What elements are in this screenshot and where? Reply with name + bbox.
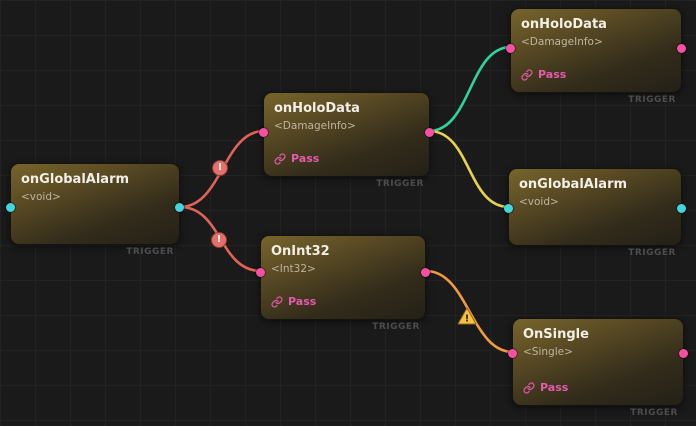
node-type-label: TRIGGER: [630, 408, 678, 418]
pass-label: Pass: [291, 152, 320, 165]
node-onint32[interactable]: OnInt32 <Int32> Pass TRIGGER: [256, 235, 430, 332]
pass-pin[interactable]: Pass: [521, 68, 566, 81]
output-port[interactable]: [679, 348, 688, 358]
node-title: onHoloData: [521, 17, 607, 32]
pass-label: Pass: [540, 381, 569, 394]
node-onholodata-1[interactable]: onHoloData <DamageInfo> Pass TRIGGER: [259, 92, 434, 189]
node-subtitle: <DamageInfo>: [521, 36, 603, 49]
input-port[interactable]: [506, 43, 515, 53]
output-port[interactable]: [421, 267, 430, 277]
output-port[interactable]: [425, 127, 434, 137]
node-title: onHoloData: [274, 101, 360, 116]
node-type-label: TRIGGER: [126, 247, 174, 257]
link-icon: [271, 296, 283, 307]
node-type-label: TRIGGER: [628, 248, 676, 258]
output-port[interactable]: [677, 203, 686, 213]
output-port[interactable]: [677, 43, 686, 53]
input-port[interactable]: [504, 203, 513, 213]
error-badge[interactable]: !: [212, 160, 228, 176]
pass-pin[interactable]: Pass: [274, 152, 319, 165]
node-title: OnInt32: [271, 244, 330, 259]
node-subtitle: <Int32>: [271, 263, 316, 276]
error-badge[interactable]: !: [211, 232, 227, 248]
error-glyph: !: [216, 234, 222, 245]
node-type-label: TRIGGER: [628, 95, 676, 105]
warning-triangle-icon: !: [457, 307, 477, 325]
node-subtitle: <void>: [519, 196, 559, 209]
node-onglobalalarm-1[interactable]: onGlobalAlarm <void> TRIGGER: [6, 163, 184, 257]
pass-label: Pass: [288, 295, 317, 308]
link-icon: [521, 69, 533, 80]
node-title: OnSingle: [523, 327, 589, 342]
node-subtitle: <DamageInfo>: [274, 120, 356, 133]
edge-holodata-to-holodata[interactable]: [427, 45, 513, 133]
edge-holodata-to-globalalarm[interactable]: [427, 129, 511, 209]
link-icon: [523, 382, 535, 393]
pass-pin[interactable]: Pass: [523, 381, 568, 394]
node-subtitle: <void>: [21, 191, 61, 204]
node-onglobalalarm-2[interactable]: onGlobalAlarm <void> TRIGGER: [504, 168, 686, 258]
link-icon: [274, 153, 286, 164]
node-onholodata-2[interactable]: onHoloData <DamageInfo> Pass TRIGGER: [506, 8, 686, 105]
pass-label: Pass: [538, 68, 567, 81]
warning-badge[interactable]: !: [457, 307, 477, 325]
pass-pin[interactable]: Pass: [271, 295, 316, 308]
node-type-label: TRIGGER: [372, 322, 420, 332]
input-port[interactable]: [6, 203, 15, 212]
node-subtitle: <Single>: [523, 346, 573, 359]
node-type-label: TRIGGER: [376, 179, 424, 189]
input-port[interactable]: [508, 348, 517, 358]
error-glyph: !: [217, 162, 223, 173]
output-port[interactable]: [175, 203, 184, 212]
input-port[interactable]: [259, 127, 268, 137]
node-title: onGlobalAlarm: [519, 177, 628, 192]
warning-glyph: !: [465, 314, 470, 325]
node-title: onGlobalAlarm: [21, 172, 130, 187]
input-port[interactable]: [256, 267, 265, 277]
node-onsingle[interactable]: OnSingle <Single> Pass TRIGGER: [508, 318, 688, 418]
